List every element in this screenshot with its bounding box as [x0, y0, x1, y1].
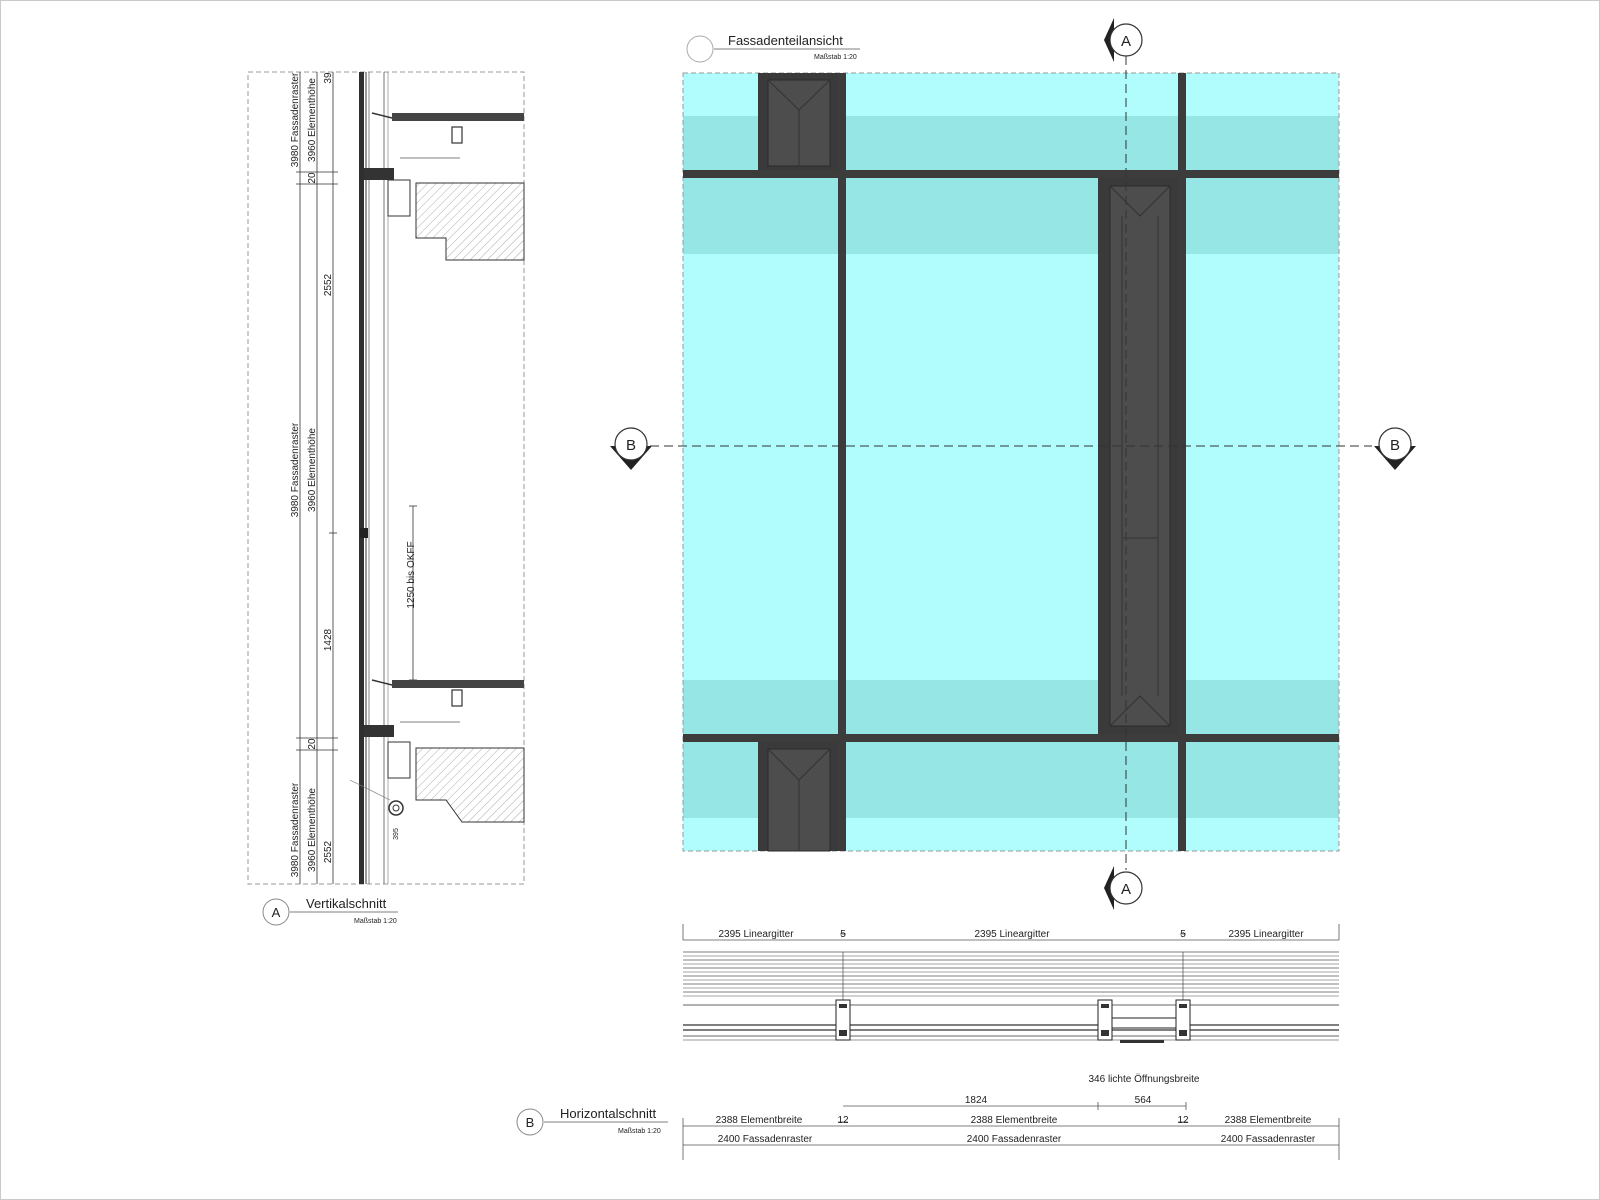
dim-joint-left: 12: [837, 1115, 849, 1126]
dim-395: 395: [393, 828, 400, 840]
dim-fassadenraster-mid: 3980 Fassadenraster: [290, 422, 301, 517]
dim-opening-width: 346 lichte Öffnungsbreite: [1088, 1073, 1199, 1085]
dim-39: 39: [323, 72, 334, 84]
horizontal-transoms: [683, 170, 1339, 742]
vertical-section: 3980 Fassadenraster 3980 Fassadenraster …: [247, 71, 525, 926]
cut-marker-a-top: A: [1104, 18, 1143, 62]
dim-elementbreite-mid: 2388 Elementbreite: [971, 1115, 1058, 1126]
dim-1428: 1428: [323, 628, 334, 651]
dim-fassadenraster-right: 2400 Fassadenraster: [1221, 1134, 1316, 1145]
vertical-mullions: [838, 73, 1186, 851]
dim-elementhoehe-mid: 3960 Elementhöhe: [307, 428, 318, 512]
dim-joint-right: 12: [1177, 1115, 1189, 1126]
lower-dimension-lines: [682, 1102, 1340, 1160]
horizontal-section: 2395 Lineargitter 5 2395 Lineargitter 5 …: [516, 924, 1340, 1160]
section-profile: [683, 952, 1339, 1041]
cut-marker-b-left: B: [610, 427, 652, 470]
dim-lineargitter-right: 2395 Lineargitter: [1228, 929, 1304, 940]
vertical-section-heading: Vertikalschnitt: [306, 896, 387, 911]
panel-bottom-left: [758, 742, 838, 852]
drain-pipe-icon: [388, 800, 404, 816]
panel-center-right: [1098, 178, 1178, 734]
horizontal-section-scale: Maßstab 1:20: [618, 1128, 661, 1135]
linear-grille: [683, 951, 1339, 997]
lower-floor-slab: [349, 679, 525, 823]
dim-2552-top: 2552: [323, 273, 334, 296]
dim-gap-right: 5: [1180, 929, 1186, 940]
dim-elementhoehe-top: 3960 Elementhöhe: [307, 78, 318, 162]
panel-top-left: [758, 73, 838, 170]
dim-gap-left: 5: [840, 929, 846, 940]
upper-floor-slab: [364, 112, 525, 261]
mullion-profiles: [835, 999, 1191, 1041]
facade-elevation: A A B B Fassadenteilansicht Maßstab 1:20: [610, 18, 1416, 910]
dim-1250-bis-okff: 1250 bis OKFF: [406, 541, 417, 608]
facade-profile: [359, 72, 389, 884]
dim-20-top: 20: [307, 172, 318, 184]
dim-lineargitter-mid: 2395 Lineargitter: [974, 929, 1050, 940]
dim-elementbreite-right: 2388 Elementbreite: [1225, 1115, 1312, 1126]
section-marker-b: [516, 1108, 544, 1136]
dim-2552-bottom: 2552: [323, 840, 334, 863]
section-marker-a: [262, 898, 290, 926]
horizontal-section-heading: Horizontalschnitt: [560, 1106, 656, 1121]
dim-fassadenraster-top: 3980 Fassadenraster: [290, 72, 301, 167]
dim-elementhoehe-bottom: 3960 Elementhöhe: [307, 788, 318, 872]
vertical-section-scale: Maßstab 1:20: [354, 918, 397, 925]
svg-text:A: A: [1121, 881, 1131, 898]
section-marker-a-label: A: [272, 905, 281, 920]
dim-fassadenraster-bottom: 3980 Fassadenraster: [290, 782, 301, 877]
elevation-heading: Fassadenteilansicht: [728, 33, 843, 48]
cut-marker-a-bottom: A: [1104, 866, 1143, 910]
horizontal-section-title: B Horizontalschnitt Maßstab 1:20: [516, 1106, 668, 1136]
vertical-dimension-lines: [296, 72, 417, 884]
dim-fassadenraster-left: 2400 Fassadenraster: [718, 1134, 813, 1145]
vertical-section-boundary: [247, 71, 525, 885]
dim-fassadenraster-mid: 2400 Fassadenraster: [967, 1134, 1062, 1145]
vertical-section-title: A Vertikalschnitt Maßstab 1:20: [262, 896, 398, 926]
dim-elementbreite-left: 2388 Elementbreite: [716, 1115, 803, 1126]
section-marker-b-label: B: [526, 1115, 535, 1130]
dim-1824: 1824: [965, 1095, 988, 1106]
elevation-scale: Maßstab 1:20: [814, 54, 857, 61]
dim-564: 564: [1135, 1095, 1152, 1106]
svg-text:A: A: [1121, 33, 1131, 50]
dim-20-bottom: 20: [307, 738, 318, 750]
svg-text:B: B: [1390, 437, 1400, 454]
elevation-title: Fassadenteilansicht Maßstab 1:20: [686, 33, 860, 63]
top-dimension-row: [682, 924, 1340, 941]
cut-marker-b-right: B: [1374, 427, 1416, 470]
mullion-details: [839, 1004, 1187, 1043]
svg-text:B: B: [626, 437, 636, 454]
dim-lineargitter-left: 2395 Lineargitter: [718, 929, 794, 940]
